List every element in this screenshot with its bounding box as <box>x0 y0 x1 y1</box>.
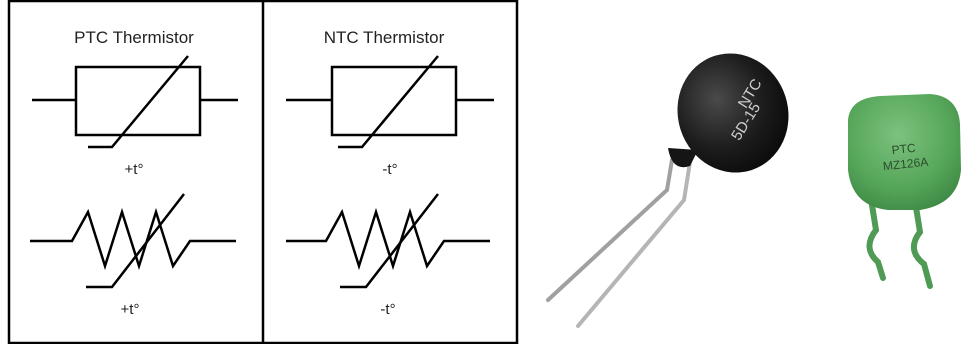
ptc-body <box>848 94 961 210</box>
ptc-zigzag-symbol <box>30 193 236 289</box>
ptc-rect-label: +t° <box>125 161 144 178</box>
ptc-lead-left <box>866 202 886 281</box>
ptc-lead-right <box>911 204 933 289</box>
ptc-panel: PTC Thermistor +t° +t° <box>30 28 238 318</box>
ntc-rect-symbol <box>286 55 494 149</box>
ntc-body <box>677 53 789 173</box>
ptc-component-photo: PTC MZ126A <box>848 94 961 289</box>
ptc-title: PTC Thermistor <box>74 28 194 47</box>
ptc-zigzag-label: +t° <box>121 301 140 318</box>
ntc-title: NTC Thermistor <box>324 28 445 47</box>
ntc-zigzag-label: -t° <box>380 301 395 318</box>
ntc-component-photo: NTC 5D-15 <box>546 53 789 328</box>
ntc-stem <box>668 148 698 168</box>
ntc-panel: NTC Thermistor -t° -t° <box>286 28 494 318</box>
ptc-rect-symbol <box>32 55 238 149</box>
ntc-rect-label: -t° <box>382 161 397 178</box>
ntc-lead-right <box>576 160 692 328</box>
ntc-zigzag-symbol <box>286 193 490 289</box>
ntc-lead-left <box>546 158 674 302</box>
ptc-marking-1: PTC <box>891 141 917 157</box>
ptc-marking-2: MZ126A <box>882 155 929 174</box>
